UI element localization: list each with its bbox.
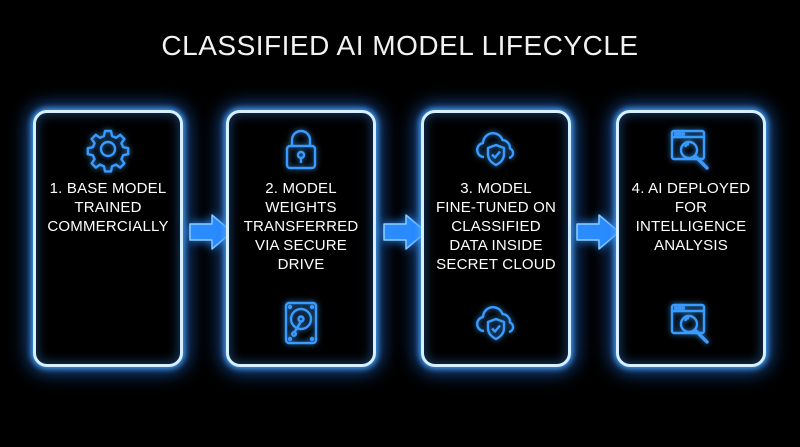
flow-arrow-3	[575, 212, 621, 252]
diagram-title: CLASSIFIED AI MODEL LIFECYCLE	[161, 30, 639, 61]
analysis-window-icon	[667, 299, 715, 347]
gear-icon	[84, 125, 132, 173]
analysis-window-icon	[667, 125, 715, 173]
secure-cloud-icon	[472, 299, 520, 347]
padlock-icon	[277, 125, 325, 173]
secure-cloud-icon	[472, 125, 520, 173]
hard-drive-icon	[277, 299, 325, 347]
flow-arrow-2	[382, 212, 428, 252]
flow-arrow-1	[188, 212, 234, 252]
